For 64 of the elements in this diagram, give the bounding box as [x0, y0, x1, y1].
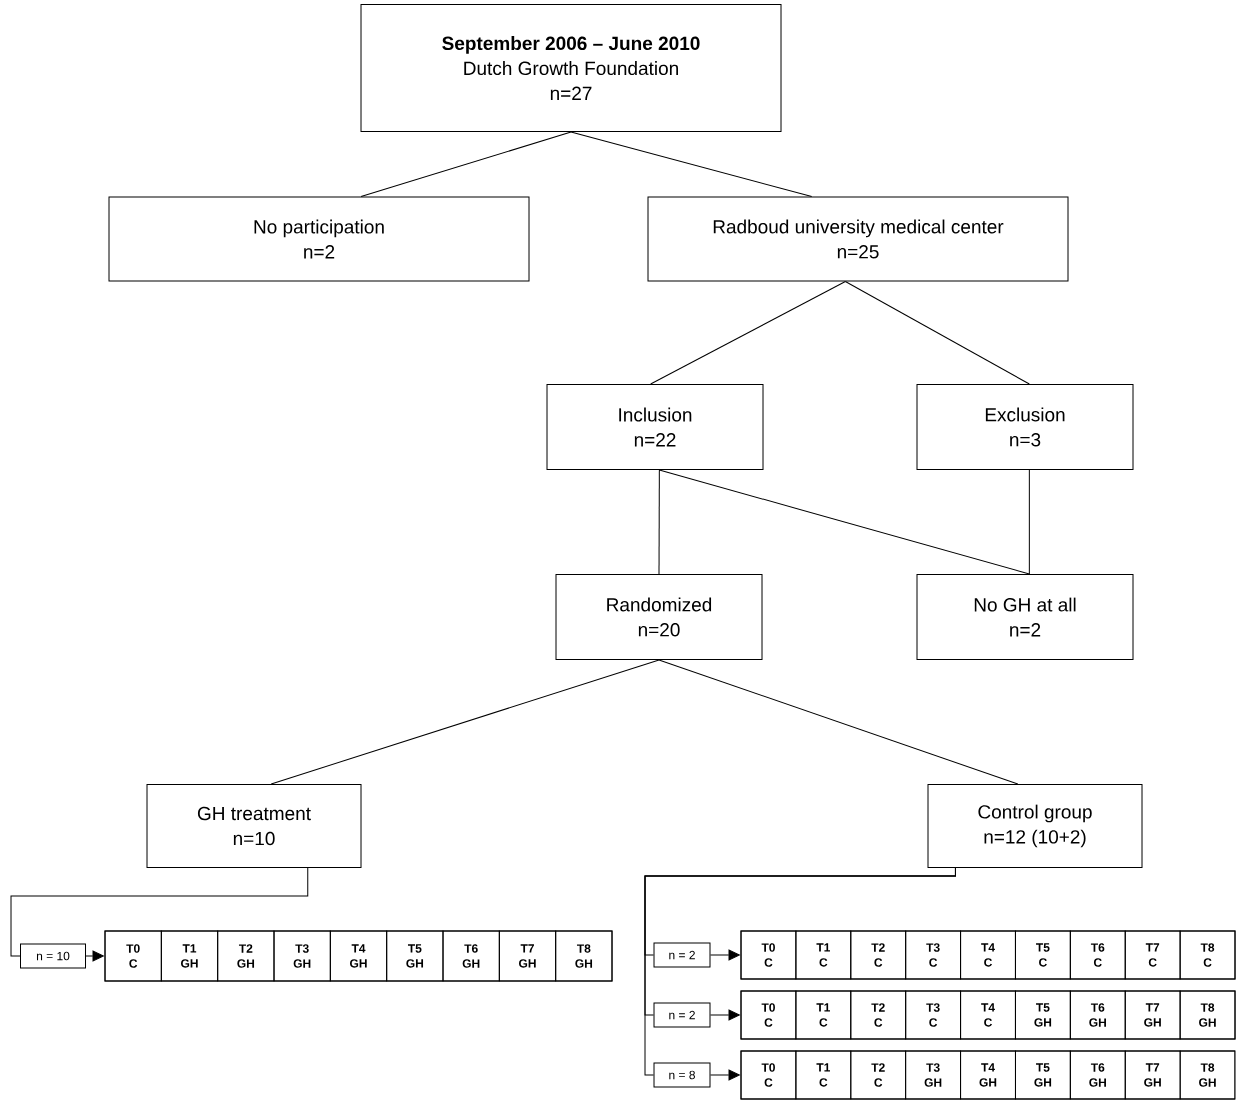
timepoint-cell: T2 GH	[217, 930, 275, 982]
timepoint-cell: T2 C	[850, 990, 907, 1040]
process-box: GH treatment n=10	[146, 784, 362, 868]
arrow	[710, 949, 740, 961]
timepoint-cell: T8 GH	[555, 930, 613, 982]
timepoint-cell: T3 GH	[273, 930, 331, 982]
process-box: No GH at all n=2	[916, 574, 1134, 660]
timepoint-cell: T1 C	[795, 990, 852, 1040]
timepoint-cell: T0 C	[740, 1050, 797, 1100]
timepoint-cell: T6 GH	[1069, 990, 1126, 1040]
process-box: Randomized n=20	[555, 574, 763, 660]
timepoint-cell: T6 C	[1069, 930, 1126, 980]
connector-line	[658, 469, 660, 575]
count-box: n = 8	[653, 1062, 711, 1088]
count-box: n = 2	[653, 942, 711, 968]
connector-line	[650, 281, 846, 385]
connector-line	[570, 131, 813, 197]
timepoint-cell: T6 GH	[1069, 1050, 1126, 1100]
timepoint-cell: T3 C	[905, 990, 962, 1040]
timepoint-cell: T6 GH	[442, 930, 500, 982]
timepoint-cell: T8 GH	[1179, 990, 1236, 1040]
timepoint-cell: T1 C	[795, 930, 852, 980]
count-box: n = 2	[653, 1002, 711, 1028]
timepoint-cell: T4 C	[960, 990, 1016, 1040]
timepoint-cell: T4 GH	[329, 930, 388, 982]
connector-line	[644, 867, 956, 1076]
timepoint-cell: T5 GH	[386, 930, 444, 982]
timepoint-cell: T1 C	[795, 1050, 852, 1100]
timepoint-cell: T3 GH	[905, 1050, 962, 1100]
timepoint-cell: T7 GH	[1124, 990, 1181, 1040]
timepoint-cell: T1 GH	[160, 930, 219, 982]
connector-line	[1028, 469, 1030, 575]
process-box: September 2006 – June 2010 Dutch Growth Foundation n=27	[360, 4, 782, 132]
timepoint-cell: T3 C	[905, 930, 962, 980]
connector-line	[658, 659, 1019, 785]
connector-line	[360, 131, 572, 197]
timepoint-cell: T5 GH	[1014, 990, 1071, 1040]
connector-line	[658, 469, 1030, 575]
arrow	[710, 1009, 740, 1021]
timepoint-cell: T0 C	[740, 990, 797, 1040]
timepoint-cell: T0 C	[104, 930, 162, 982]
connector-line	[270, 659, 660, 785]
timepoint-cell: T7 GH	[498, 930, 557, 982]
arrow	[85, 950, 104, 962]
process-box: No participation n=2	[108, 196, 530, 282]
timepoint-cell: T2 C	[850, 1050, 907, 1100]
timepoint-cell: T4 C	[960, 930, 1016, 980]
timepoint-cell: T2 C	[850, 930, 907, 980]
arrow	[710, 1069, 740, 1081]
count-box: n = 10	[20, 943, 86, 969]
process-box: Radboud university medical center n=25	[647, 196, 1069, 282]
timepoint-cell: T8 GH	[1179, 1050, 1236, 1100]
timepoint-cell: T0 C	[740, 930, 797, 980]
process-box: Inclusion n=22	[546, 384, 764, 470]
timepoint-cell: T5 GH	[1014, 1050, 1071, 1100]
process-box: Exclusion n=3	[916, 384, 1134, 470]
timepoint-cell: T8 C	[1179, 930, 1236, 980]
timepoint-cell: T5 C	[1014, 930, 1071, 980]
timepoint-cell: T4 GH	[960, 1050, 1016, 1100]
timepoint-cell: T7 GH	[1124, 1050, 1181, 1100]
connector-line	[844, 281, 1030, 385]
process-box: Control group n=12 (10+2)	[927, 784, 1143, 868]
timepoint-cell: T7 C	[1124, 930, 1181, 980]
connector-line	[10, 867, 309, 957]
